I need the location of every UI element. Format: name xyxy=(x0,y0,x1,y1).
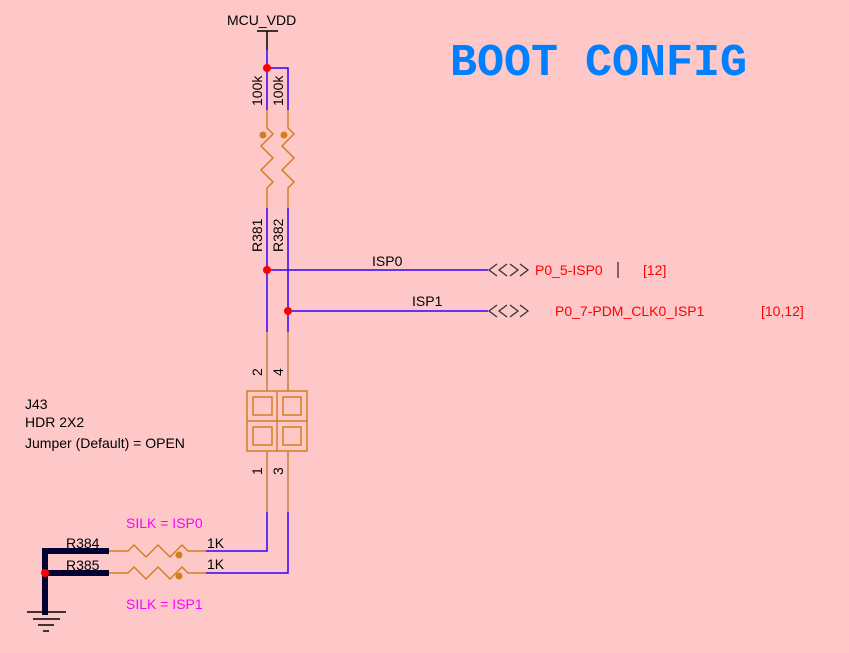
isp1-net-label: ISP1 xyxy=(412,293,443,309)
r382-ref: R382 xyxy=(270,218,286,252)
r381-value: 100k xyxy=(249,75,265,106)
resistor-r381[interactable] xyxy=(259,110,275,208)
pin-2-label: 2 xyxy=(249,368,265,376)
resistor-r382[interactable] xyxy=(280,110,296,208)
isp0-offpage-label: P0_5-ISP0 xyxy=(535,262,603,278)
r381-ref: R381 xyxy=(249,218,265,252)
junction-dot xyxy=(41,569,49,577)
isp0-net-label: ISP0 xyxy=(372,253,403,269)
silk-isp0-label: SILK = ISP0 xyxy=(126,515,203,531)
junction-dot xyxy=(284,307,292,315)
r384-value: 1K xyxy=(207,535,225,551)
junction-dot xyxy=(263,266,271,274)
isp1-offpage-label: P0_7-PDM_CLK0_ISP1 xyxy=(555,303,705,319)
silk-isp1-label: SILK = ISP1 xyxy=(126,596,203,612)
pin-3-label: 3 xyxy=(270,467,286,475)
sheet-title: BOOT CONFIG xyxy=(450,38,747,89)
r385-ref: R385 xyxy=(66,557,100,573)
pin1-wire[interactable] xyxy=(206,512,268,552)
pin-1-label: 1 xyxy=(249,467,265,475)
isp0-sheet-refs: [12] xyxy=(643,262,666,278)
header-type: HDR 2X2 xyxy=(25,414,84,430)
r384-ref: R384 xyxy=(66,535,100,551)
isp1-sheet-refs: [10,12] xyxy=(761,303,804,319)
junction-dot xyxy=(263,64,271,72)
header-note: Jumper (Default) = OPEN xyxy=(25,435,185,451)
resistor-r384[interactable] xyxy=(108,543,206,559)
header-ref: J43 xyxy=(25,396,48,412)
power-net-label: MCU_VDD xyxy=(227,12,296,28)
ground-icon xyxy=(27,611,66,632)
vdd-branch-wire[interactable] xyxy=(267,67,289,110)
offpage-connector-isp1[interactable] xyxy=(487,304,530,318)
ground-bus[interactable] xyxy=(42,548,109,615)
r385-value: 1K xyxy=(207,556,225,572)
resistor-r385[interactable] xyxy=(108,565,206,581)
r382-value: 100k xyxy=(270,75,286,106)
offpage-connector-isp0[interactable] xyxy=(487,263,530,277)
pin-4-label: 4 xyxy=(270,368,286,376)
pin3-wire[interactable] xyxy=(206,512,289,574)
header-j43[interactable] xyxy=(246,332,308,512)
